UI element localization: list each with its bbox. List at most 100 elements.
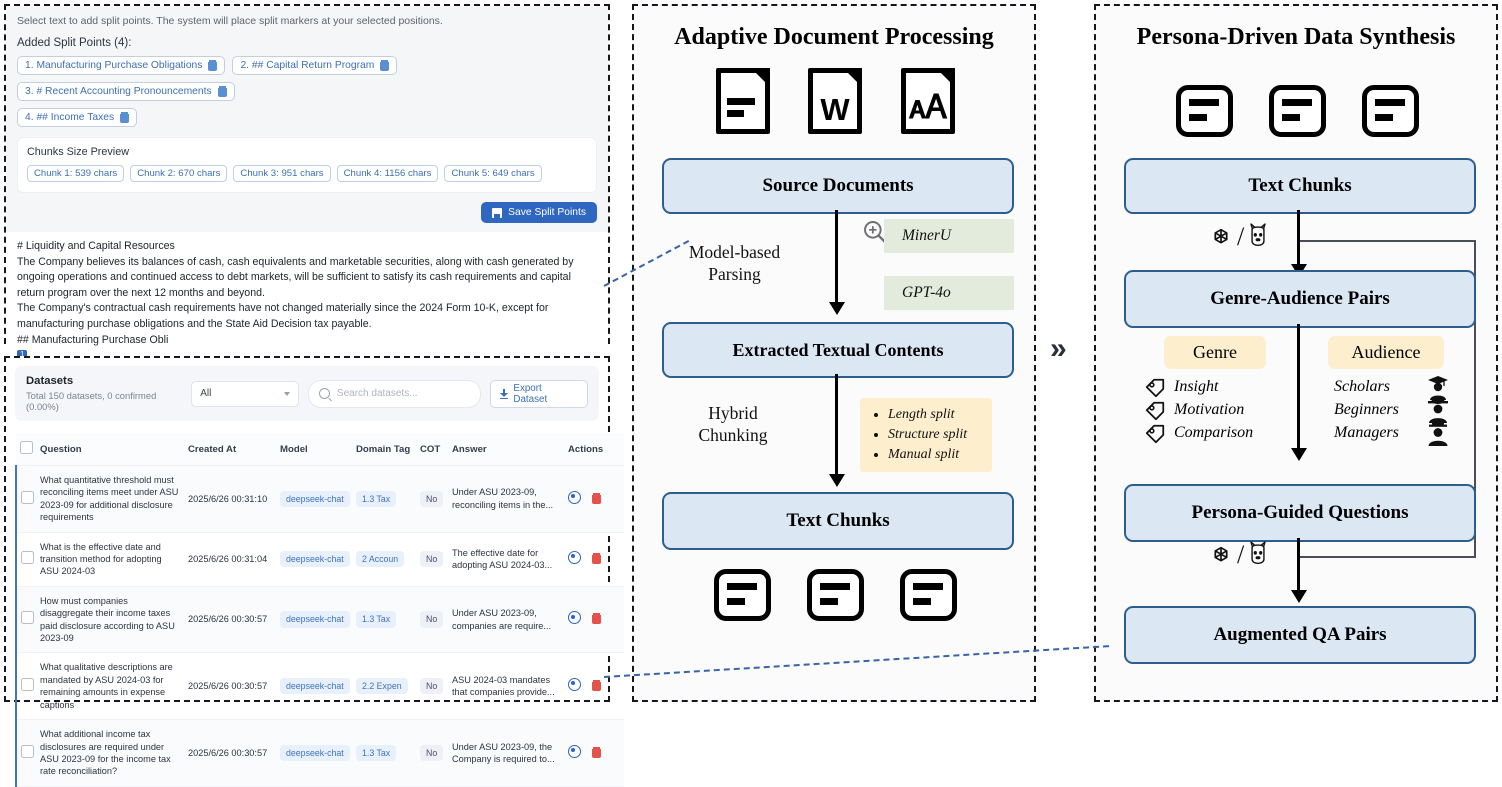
chunk-icon [1362, 85, 1419, 137]
select-all-checkbox[interactable] [20, 441, 33, 454]
audience-item: Managers [1334, 424, 1399, 441]
model-badge: deepseek-chat [280, 744, 350, 762]
cell-model: deepseek-chat [276, 465, 352, 533]
column-model[interactable]: Model [276, 433, 352, 466]
domain-tag-badge: 2 Accoun [356, 551, 405, 568]
view-icon[interactable] [568, 678, 581, 692]
row-checkbox[interactable] [21, 551, 34, 565]
split-mode-item: Length split [888, 405, 982, 425]
cell-domain-tag: 1.3 Tax [352, 465, 416, 533]
cell-actions [564, 532, 624, 587]
row-select-cell[interactable] [15, 532, 36, 587]
domain-tag-badge: 1.3 Tax [356, 744, 397, 762]
column-cot[interactable]: COT [416, 433, 448, 466]
delete-icon[interactable] [591, 492, 601, 504]
datasets-title-block: Datasets Total 150 datasets, 0 confirmed… [26, 375, 191, 412]
text-document-icon [716, 68, 770, 134]
table-row[interactable]: What additional income tax disclosures a… [15, 719, 624, 787]
document-line: The Company believes its balances of cas… [17, 255, 574, 299]
row-select-cell[interactable] [15, 719, 36, 787]
split-point-label: 2. ## Capital Return Program [240, 60, 375, 71]
split-hint-text: Select text to add split points. The sys… [17, 15, 443, 27]
split-points-panel: Select text to add split points. The sys… [4, 4, 610, 368]
document-preview-text[interactable]: # Liquidity and Capital Resources The Co… [6, 232, 608, 368]
cell-question: What quantitative threshold must reconci… [36, 465, 184, 533]
llm-glyph-top: / [1208, 222, 1269, 252]
chunk-icon [807, 569, 864, 621]
table-row[interactable]: How must companies disaggregate their in… [15, 586, 624, 654]
cell-domain-tag: 1.3 Tax [352, 719, 416, 787]
split-point-chip[interactable]: 4. ## Income Taxes [17, 108, 138, 127]
datasets-panel: Datasets Total 150 datasets, 0 confirmed… [4, 356, 624, 787]
row-select-cell[interactable] [15, 652, 36, 721]
genre-header: Genre [1164, 336, 1266, 369]
search-input[interactable]: Search datasets... [307, 379, 482, 408]
adaptive-document-processing-panel: Adaptive Document Processing W 🗚 Source … [632, 4, 1036, 702]
cell-actions [564, 465, 624, 533]
flow-arrow-icon: » [1050, 332, 1067, 365]
split-point-chip[interactable]: 2. ## Capital Return Program [232, 56, 398, 75]
column-created-at[interactable]: Created At [184, 433, 276, 466]
llm-glyph-separator: / [1237, 222, 1245, 251]
parser-gpt4o-tag: GPT-4o [884, 276, 1014, 310]
delete-split-point-icon[interactable] [120, 112, 130, 123]
chunk-icon [714, 569, 771, 621]
delete-split-point-icon[interactable] [208, 60, 218, 71]
split-point-chip-list-row2: 4. ## Income Taxes [17, 108, 597, 127]
view-icon[interactable] [568, 611, 581, 625]
delete-icon[interactable] [591, 680, 601, 692]
cell-created-at: 2025/6/26 00:31:10 [184, 465, 276, 533]
column-answer[interactable]: Answer [448, 433, 564, 466]
datasets-table: Question Created At Model Domain Tag COT… [15, 433, 624, 787]
cell-domain-tag: 2.2 Expen [352, 652, 416, 721]
cell-cot: No [416, 586, 448, 654]
delete-split-point-icon[interactable] [380, 60, 390, 71]
cell-question: What additional income tax disclosures a… [36, 719, 184, 787]
augmented-qa-pairs-box: Augmented QA Pairs [1124, 606, 1476, 664]
column-domain-tag[interactable]: Domain Tag [352, 433, 416, 466]
column-question[interactable]: Question [36, 433, 184, 466]
cell-answer: Under ASU 2023-09, the Company is requir… [448, 719, 564, 787]
arrow-to-pairs [1297, 210, 1300, 268]
view-icon[interactable] [568, 490, 581, 504]
export-dataset-button[interactable]: Export Dataset [490, 379, 588, 408]
row-checkbox[interactable] [21, 611, 34, 625]
split-toolbar: Save Split Points [6, 193, 608, 232]
filter-select[interactable]: All [191, 380, 299, 407]
save-disk-icon [492, 207, 503, 218]
delete-icon[interactable] [591, 553, 601, 565]
select-all-cell[interactable] [16, 433, 36, 466]
split-point-chip[interactable]: 1. Manufacturing Purchase Obligations [17, 56, 226, 75]
row-checkbox[interactable] [21, 744, 34, 758]
row-select-cell[interactable] [15, 465, 36, 533]
feedback-loop-right [1473, 240, 1476, 558]
view-icon[interactable] [568, 744, 581, 758]
row-checkbox[interactable] [21, 678, 34, 692]
extracted-textual-contents-box: Extracted Textual Contents [662, 322, 1014, 378]
row-checkbox[interactable] [21, 490, 34, 504]
cell-model: deepseek-chat [276, 719, 352, 787]
delete-split-point-icon[interactable] [217, 86, 227, 97]
table-row[interactable]: What qualitative descriptions are mandat… [15, 652, 624, 721]
cell-answer: Under ASU 2023-09, reconciling items in … [448, 465, 564, 533]
table-row[interactable]: What is the effective date and transitio… [15, 532, 624, 587]
delete-icon[interactable] [591, 613, 601, 625]
save-split-points-button[interactable]: Save Split Points [481, 202, 597, 223]
delete-icon[interactable] [591, 746, 601, 758]
table-row[interactable]: What quantitative threshold must reconci… [15, 465, 624, 533]
cell-cot: No [416, 652, 448, 721]
column-actions[interactable]: Actions [564, 433, 624, 466]
arrow-chunk-head [828, 474, 845, 487]
view-icon[interactable] [568, 551, 581, 565]
split-point-chip[interactable]: 3. # Recent Accounting Pronouncements [17, 82, 235, 101]
persona-guided-questions-box: Persona-Guided Questions [1124, 484, 1476, 542]
row-select-cell[interactable] [15, 586, 36, 654]
search-placeholder: Search datasets... [336, 388, 418, 399]
datasets-subtitle: Total 150 datasets, 0 confirmed (0.00%) [26, 390, 157, 412]
audience-header: Audience [1328, 336, 1444, 369]
chunk-size-list: Chunk 1: 539 chars Chunk 2: 670 chars Ch… [27, 165, 587, 182]
chunk-icon [900, 569, 957, 621]
split-modes-list: Length split Structure split Manual spli… [876, 405, 982, 465]
chunk-size-chip: Chunk 3: 951 chars [233, 165, 331, 182]
